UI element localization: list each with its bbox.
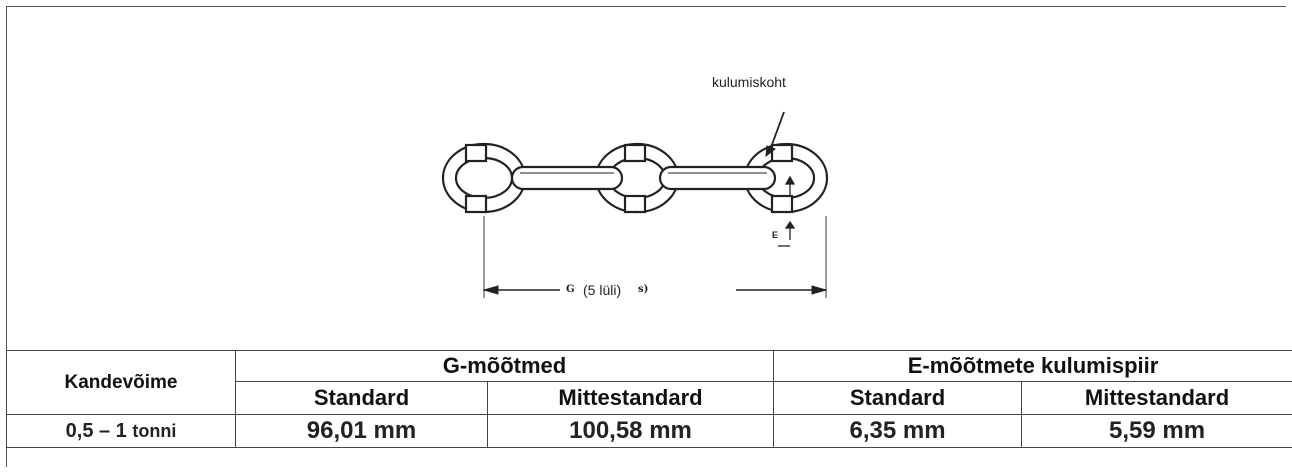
e-nonstandard-value: 5,59 mm — [1021, 414, 1292, 448]
g-standard-value: 96,01 mm — [235, 414, 488, 448]
capacity-unit: tonni — [132, 420, 177, 441]
capacity-header: Kandevõime — [6, 350, 236, 415]
g-nonstandard-value: 100,58 mm — [486, 414, 775, 448]
e-symbol-label: E — [772, 230, 779, 240]
g-note-label: (5 lüli) — [583, 282, 622, 298]
e-dimension-marks — [778, 175, 796, 247]
g-standard-header: Standard — [235, 381, 488, 415]
chain-illustration — [441, 111, 829, 298]
capacity-cell: 0,5 – 1 tonni — [6, 414, 236, 448]
wear-point-arrow — [765, 111, 785, 158]
g-symbol-label: G — [566, 284, 575, 295]
g-dimension-line — [482, 216, 828, 298]
chain-flat-links — [510, 165, 777, 191]
wear-point-label: kulumiskoht — [712, 74, 786, 90]
figure-frame — [6, 6, 1286, 467]
g-nonstandard-header: Mittestandard — [486, 381, 775, 415]
g-dimensions-header: G-mõõtmed — [234, 350, 775, 382]
capacity-value: 0,5 – 1 — [65, 419, 127, 442]
e-nonstandard-header: Mittestandard — [1021, 381, 1292, 415]
g-suffix-label: s) — [638, 284, 649, 295]
chain-diagram: kulumiskoht E G (5 lüli) s) — [441, 74, 829, 298]
spec-table: Kandevõime G-mõõtmed E-mõõtmete kulumisp… — [6, 350, 1292, 448]
e-standard-value: 6,35 mm — [773, 414, 1023, 448]
e-wear-limit-header: E-mõõtmete kulumispiir — [773, 350, 1292, 382]
e-standard-header: Standard — [773, 381, 1023, 415]
